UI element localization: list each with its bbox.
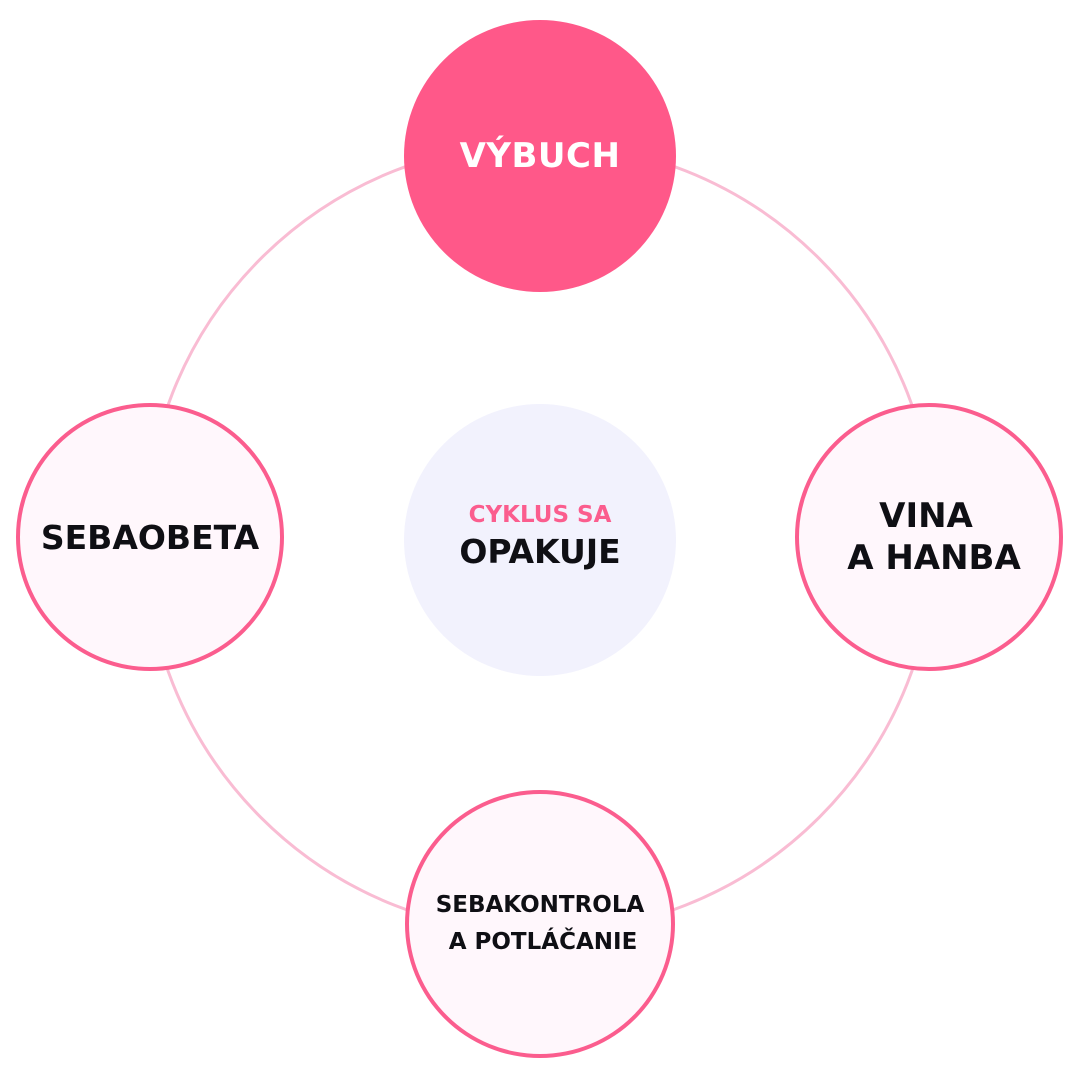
node-vina-line1: VINA bbox=[879, 496, 973, 536]
node-sebaobeta-label: SEBAOBETA bbox=[40, 517, 260, 557]
center-subtitle: CYKLUS SA bbox=[468, 502, 612, 528]
node-sebakontrola: SEBAKONTROLA A POTLÁČANIE bbox=[405, 790, 675, 1058]
center-cycle-label: CYKLUS SA OPAKUJE bbox=[404, 404, 676, 676]
center-title: OPAKUJE bbox=[459, 532, 621, 571]
node-sebakontrola-line1: SEBAKONTROLA bbox=[435, 892, 645, 918]
node-vina-line2: A HANBA bbox=[847, 538, 1021, 578]
node-vina-a-hanba: VINA A HANBA bbox=[795, 403, 1063, 671]
node-sebakontrola-line2: A POTLÁČANIE bbox=[448, 929, 638, 955]
node-sebaobeta: SEBAOBETA bbox=[16, 403, 284, 671]
node-vybuch-label: VÝBUCH bbox=[459, 136, 621, 176]
node-vybuch: VÝBUCH bbox=[404, 20, 676, 292]
